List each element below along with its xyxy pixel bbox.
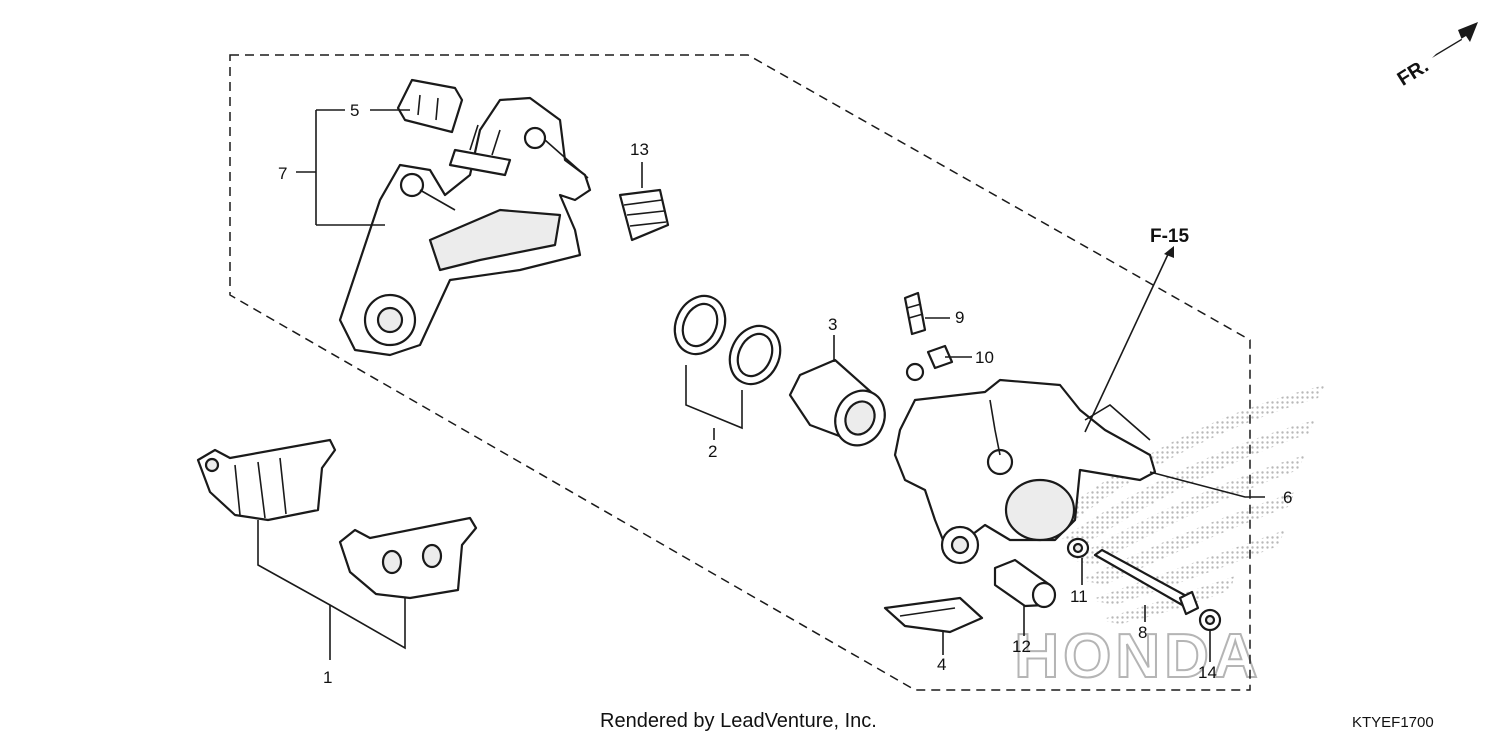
callout-5: 5 (350, 101, 359, 120)
callout-2: 2 (708, 442, 717, 461)
boot (618, 188, 670, 242)
bleeder-screw (903, 291, 927, 336)
footer-diagram-code: KTYEF1700 (1352, 714, 1434, 731)
callout-1: 1 (323, 668, 332, 687)
callout-3: 3 (828, 315, 837, 334)
callout-11: 11 (1070, 587, 1088, 606)
callout-7: 7 (278, 164, 287, 183)
callout-4: 4 (937, 655, 946, 674)
pin-plug (1198, 608, 1222, 632)
honda-watermark-text: HONDA (1014, 622, 1261, 691)
brake-pad-set (196, 438, 478, 600)
piston (788, 358, 886, 447)
front-direction-arrow-icon (1432, 22, 1478, 58)
slide-pin (993, 558, 1057, 609)
callout-14: 14 (1198, 663, 1217, 682)
front-direction-label: FR. (1394, 55, 1433, 91)
pad-shim (883, 596, 984, 634)
bleeder-cap (905, 344, 954, 382)
reference-label: F-15 (1150, 226, 1190, 247)
assembly-boundary (229, 54, 1251, 691)
leader-lines (257, 109, 1265, 662)
pad-pin (1093, 548, 1200, 616)
seal-washer (1066, 537, 1090, 559)
callout-12: 12 (1012, 637, 1031, 656)
callout-13: 13 (630, 140, 649, 159)
pad-retainer-spring (396, 78, 512, 177)
footer-rendered-by: Rendered by LeadVenture, Inc. (600, 710, 877, 732)
piston-seals (673, 294, 782, 386)
callout-10: 10 (975, 348, 994, 367)
callout-6: 6 (1283, 488, 1292, 507)
caliper-bracket (338, 96, 592, 357)
callout-9: 9 (955, 308, 964, 327)
callout-8: 8 (1138, 623, 1147, 642)
